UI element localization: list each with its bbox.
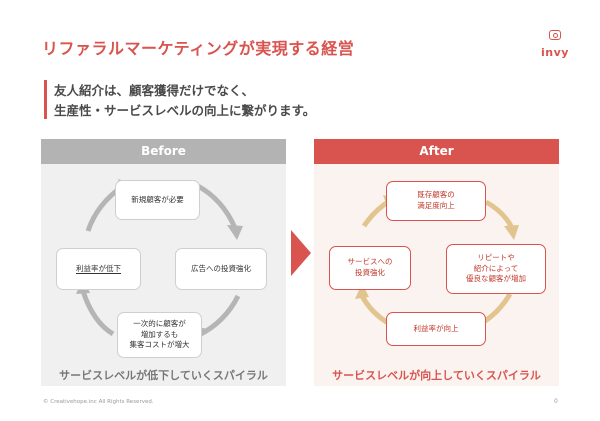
after-arrow-top-left [361,199,390,228]
envelope-heart-icon [549,30,561,40]
after-arrowhead-3 [355,283,369,299]
before-header: Before [41,139,286,164]
after-box-service-investment: サービスへの 投資強化 [329,246,411,290]
before-box-new-customers: 新規顧客が必要 [115,180,200,220]
before-arrowhead-1 [227,225,243,240]
after-arrow-top-right [484,199,515,230]
after-header: After [314,139,559,164]
lead-accent-bar [44,80,47,119]
page-number: 0 [554,398,558,405]
after-box-quality-customers: リピートや 紹介によって 優良な顧客が増加 [446,244,546,294]
footer-copyright: © Creativehope.inc All Rights Reserved. [43,399,154,405]
before-panel: Before 新規顧客が必要 広告への投資強化 一次的に顧客が 増加するも 集客… [41,139,286,386]
after-arrowhead-1 [504,225,519,240]
after-box-satisfaction: 既存顧客の 満足度向上 [386,181,486,221]
before-box-margin-decline: 利益率が低下 [56,248,141,290]
chevron-right-icon [291,230,311,276]
before-caption: サービスレベルが低下していくスパイラル [59,369,268,382]
before-arrow-bottom-left [80,290,115,337]
slide-title: リファラルマーケティングが実現する経営 [42,39,355,58]
brand-logo: invy [538,28,572,64]
after-box-margin-growth: 利益率が向上 [386,312,486,346]
before-arrow-bottom-right [197,294,241,338]
before-box-acquisition-cost: 一次的に顧客が 増加するも 集客コストが増大 [117,312,202,358]
lead-line-1: 友人紹介は、顧客獲得だけでなく、 [54,83,255,98]
before-box-ad-investment: 広告への投資強化 [175,248,267,290]
before-arrow-top-right [196,183,238,230]
brand-logo-text: invy [541,46,569,59]
after-panel: After 既存顧客の 満足度向上 リピートや 紹介によって 優良な顧客が増加 … [314,139,559,386]
after-caption: サービスレベルが向上していくスパイラル [332,369,541,382]
lead-line-2: 生産性・サービスレベルの向上に繋がります。 [54,103,316,118]
